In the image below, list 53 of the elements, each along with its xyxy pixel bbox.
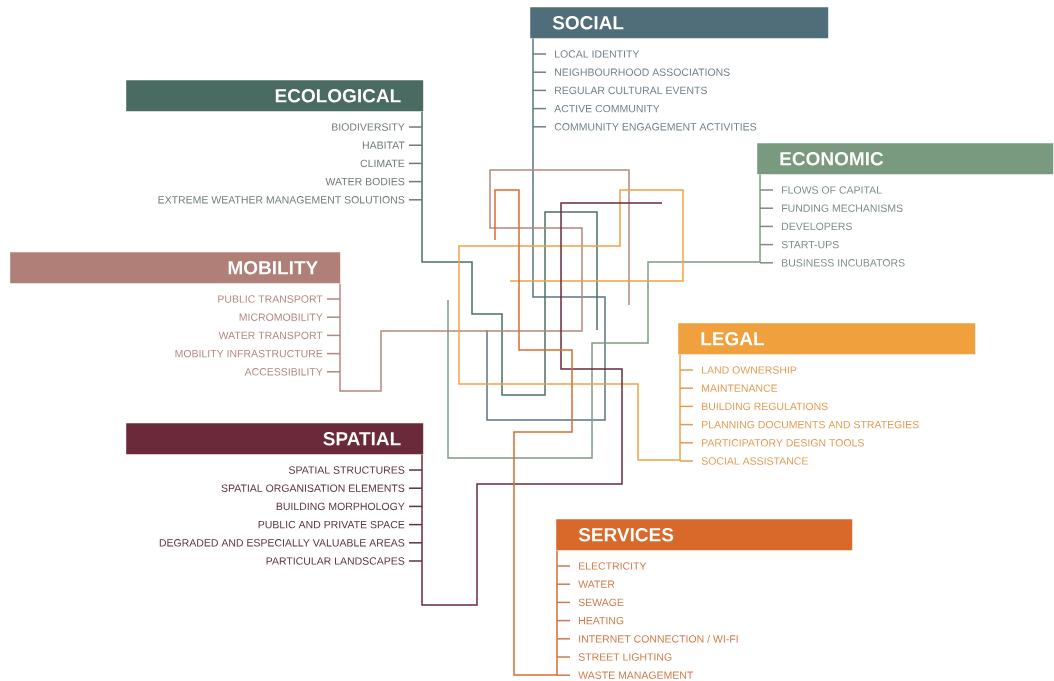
item-label: MAINTENANCE [702, 384, 778, 392]
item-label: MOBILITY INFRASTRUCTURE [175, 349, 323, 358]
item-label: BUILDING REGULATIONS [702, 402, 828, 411]
item-label: BUSINESS INCUBATORS [782, 259, 905, 267]
item-label: FLOWS OF CAPITAL [782, 186, 882, 194]
item-label: PUBLIC TRANSPORT [218, 295, 323, 303]
item-label: REGULAR CULTURAL EVENTS [555, 86, 707, 95]
connector-line [494, 189, 573, 676]
item-label: HEATING [579, 616, 624, 625]
item-label: MICROMOBILITY [239, 313, 323, 321]
item-label: PLANNING DOCUMENTS AND STRATEGIES [702, 420, 919, 429]
item-label: SOCIAL ASSISTANCE [701, 457, 808, 465]
item-label: EXTREME WEATHER MANAGEMENT SOLUTIONS [158, 196, 405, 204]
item-label: WATER [578, 580, 615, 588]
item-label: ACCESSIBILITY [244, 368, 323, 376]
item-label: BUILDING MORPHOLOGY [276, 502, 405, 511]
item-label: INTERNET CONNECTION / WI-FI [579, 634, 738, 643]
item-label: PUBLIC AND PRIVATE SPACE [258, 520, 405, 529]
connector-line [447, 173, 761, 459]
category-header: SERVICES [556, 519, 853, 551]
connector-line [339, 169, 630, 392]
item-label: WATER TRANSPORT [218, 331, 323, 340]
item-label: CLIMATE [360, 159, 405, 168]
item-label: SPATIAL STRUCTURES [289, 466, 405, 474]
item-label: NEIGHBOURHOOD ASSOCIATIONS [555, 68, 730, 76]
connector-line [421, 110, 598, 396]
item-label: SPATIAL ORGANISATION ELEMENTS [221, 484, 405, 492]
item-label: FUNDING MECHANISMS [782, 204, 903, 212]
item-label: ACTIVE COMMUNITY [554, 104, 660, 113]
item-label: BIODIVERSITY [332, 123, 405, 131]
item-label: PARTICIPATORY DESIGN TOOLS [702, 439, 864, 447]
item-label: LAND OWNERSHIP [702, 366, 797, 374]
item-label: STREET LIGHTING [578, 653, 672, 661]
item-label: WASTE MANAGEMENT [578, 671, 694, 679]
item-label: ELECTRICITY [579, 562, 647, 570]
item-label: LOCAL IDENTITY [555, 50, 640, 58]
category-header: ECONOMIC [757, 143, 1054, 175]
item-label: DEGRADED AND ESPECIALLY VALUABLE AREAS [159, 539, 405, 547]
category-header: MOBILITY [10, 252, 341, 284]
category-header: SOCIAL [530, 7, 829, 39]
item-label: COMMUNITY ENGAGEMENT ACTIVITIES [554, 123, 757, 131]
category-header: SPATIAL [126, 423, 424, 455]
category-header: LEGAL [678, 323, 976, 355]
connector-line [421, 202, 663, 606]
item-label: DEVELOPERS [782, 222, 852, 231]
item-label: START-UPS [781, 240, 839, 249]
item-label: WATER BODIES [325, 177, 405, 186]
item-label: SEWAGE [578, 598, 624, 607]
item-label: HABITAT [362, 141, 405, 149]
connector-line [486, 37, 606, 421]
category-header: ECOLOGICAL [126, 80, 424, 112]
item-label: PARTICULAR LANDSCAPES [266, 557, 405, 565]
connector-line [458, 189, 684, 461]
